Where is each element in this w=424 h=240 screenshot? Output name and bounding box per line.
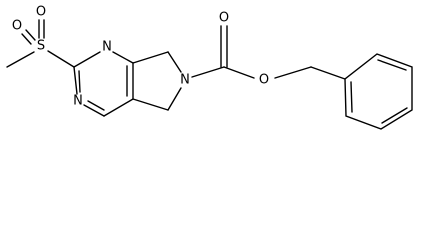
atom-label-ester-oxygen: O <box>259 73 269 88</box>
atom-label-pyrrolidine-nitrogen: N <box>180 73 190 88</box>
atom-label-sulfonyl-oxygen-top: O <box>36 5 46 20</box>
bond-n3-c2-inner <box>78 70 81 93</box>
atom-label-carbonyl-oxygen: O <box>219 11 229 26</box>
bond-sulfur-oxygen-left-b <box>25 29 36 41</box>
phenyl-ring <box>344 53 413 130</box>
bond-c5-c4a <box>132 98 169 111</box>
bond-n6-carbonyl-carbon <box>191 66 225 78</box>
bond-c7-n6 <box>167 51 182 73</box>
bond-n1-c7a <box>112 51 134 64</box>
chemical-structure-diagram: S O O N N N O O <box>6 5 413 130</box>
bond-carbonyl-carbon-ester-oxygen <box>223 66 255 79</box>
bond-sulfur-oxygen-left-a <box>21 33 32 45</box>
bond-n3-c2 <box>73 66 78 95</box>
bond-n6-c5 <box>167 87 182 111</box>
bond-ch2-phenyl <box>310 66 346 80</box>
structure-canvas: S O O N N N O O <box>6 5 413 130</box>
phenyl-inner-bond-2 <box>381 107 408 124</box>
atom-label-ring-nitrogen-top: N <box>102 40 112 55</box>
bond-methyl-sulfur <box>6 51 35 68</box>
atom-label-ring-nitrogen-bottom: N <box>73 94 83 109</box>
bond-c4-n3 <box>83 104 105 117</box>
bond-sulfur-c2 <box>47 50 75 68</box>
atom-label-sulfonyl-oxygen-left: O <box>12 19 22 34</box>
bond-c4a-c4 <box>103 98 134 117</box>
phenyl-inner-bond-3 <box>377 59 407 71</box>
bond-c2-n1 <box>73 51 101 68</box>
bond-ester-oxygen-ch2 <box>274 66 312 79</box>
bond-c4-n3-inner <box>87 100 105 111</box>
phenyl-inner-bond-1 <box>350 81 353 113</box>
bond-c7a-c7 <box>132 51 169 64</box>
atom-label-sulfur: S <box>37 39 45 54</box>
